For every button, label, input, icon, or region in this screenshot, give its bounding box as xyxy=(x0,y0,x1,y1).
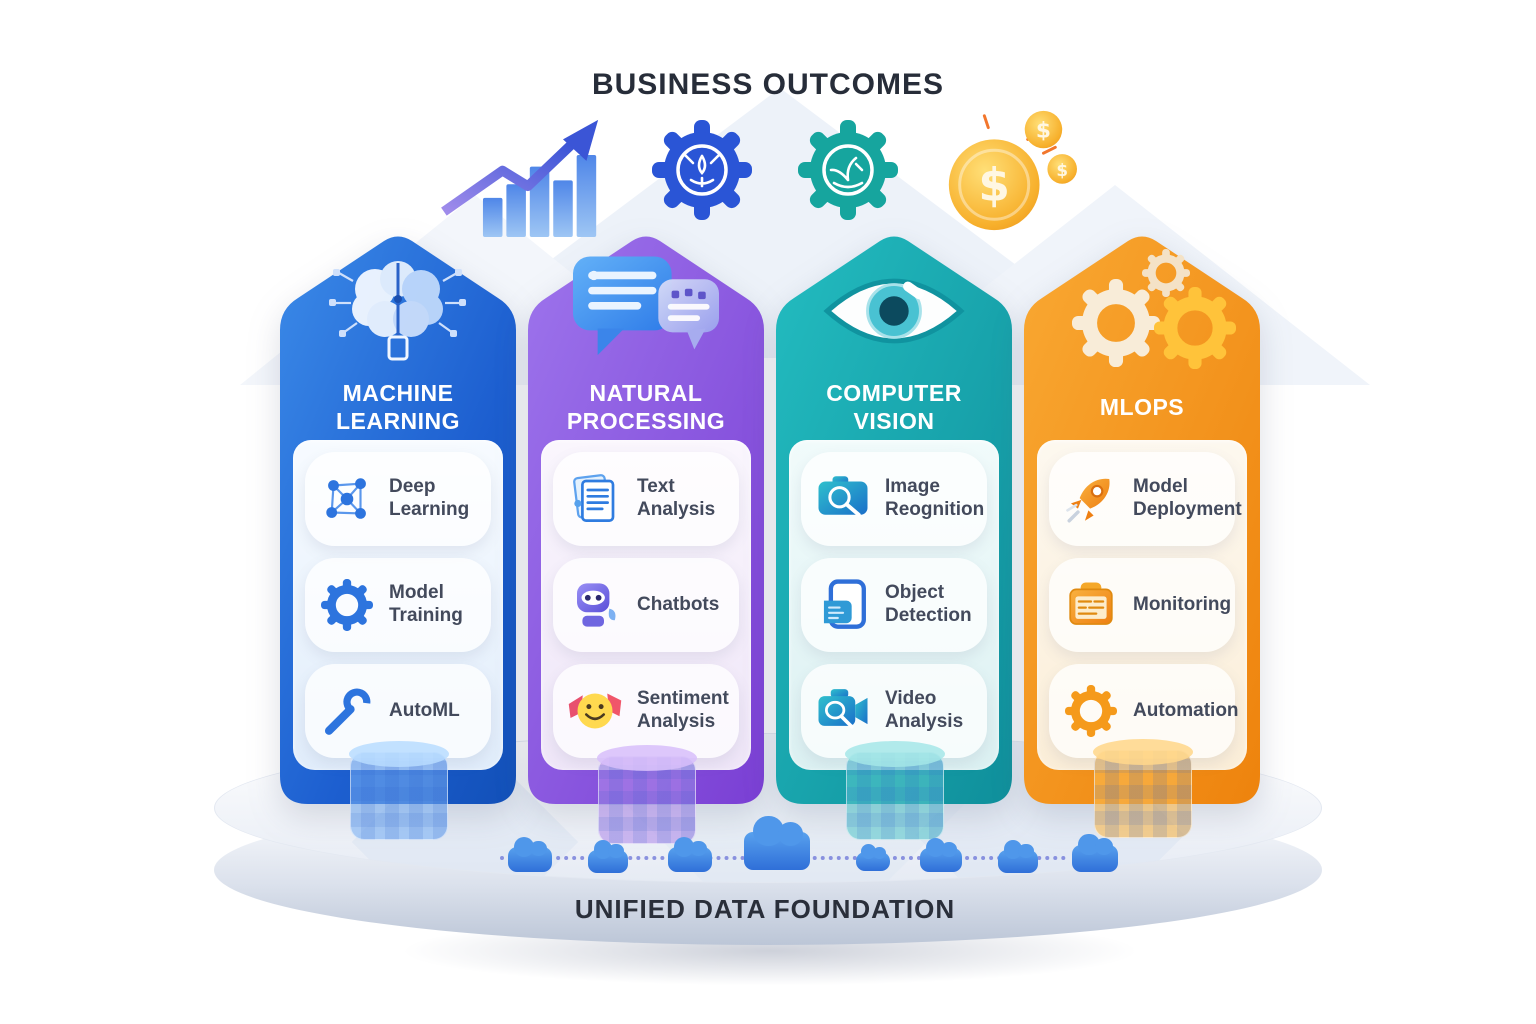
cloud-icon xyxy=(508,836,552,872)
dashboard-icon xyxy=(1069,582,1113,625)
svg-text:$: $ xyxy=(1036,118,1051,143)
database-stack-ml xyxy=(349,741,449,840)
list-item: Deep Learning xyxy=(305,452,491,546)
growth-chart-icon xyxy=(441,119,599,237)
pillar-title: COMPUTER VISION xyxy=(826,379,962,434)
list-item: Monitoring xyxy=(1049,558,1235,652)
list-item-label: Video Analysis xyxy=(885,688,964,732)
rocket-icon xyxy=(1066,478,1110,523)
cloud-icon xyxy=(668,836,712,872)
list-item: Model Training xyxy=(305,558,491,652)
video-camera-icon xyxy=(818,689,868,729)
list-item: Chatbots xyxy=(553,558,739,652)
business-outcome-icons: $ $ $ xyxy=(0,96,1536,246)
list-item-label: Sentiment Analysis xyxy=(637,688,729,732)
list-item-label: Chatbots xyxy=(637,593,720,615)
pillar-title: NATURAL PROCESSING xyxy=(566,379,726,434)
svg-text:$: $ xyxy=(978,159,1010,212)
database-stack-mlops xyxy=(1093,739,1193,838)
list-item-label: Text Analysis xyxy=(637,476,716,520)
svg-text:$: $ xyxy=(1056,160,1068,180)
pillar-mlops: MLOPS Model Deployment xyxy=(1024,232,1260,804)
list-item-label: AutoML xyxy=(389,699,460,721)
gear-icon xyxy=(1065,685,1117,737)
page-title: BUSINESS OUTCOMES xyxy=(591,68,945,101)
list-item: Model Deployment xyxy=(1049,452,1242,546)
pillar-title: MACHINE LEARNING xyxy=(335,379,461,434)
camera-search-icon xyxy=(818,476,868,517)
neural-network-icon xyxy=(326,478,366,519)
gear-icon xyxy=(321,579,373,631)
wrench-icon xyxy=(324,688,371,735)
document-icon xyxy=(573,474,615,522)
cloud-icon xyxy=(998,840,1038,873)
robot-icon xyxy=(577,583,616,627)
cloud-icon xyxy=(1072,833,1118,872)
list-item-label: Monitoring xyxy=(1133,593,1232,615)
pillar-machine-learning: MACHINE LEARNING Deep Learning xyxy=(280,232,516,804)
list-item-label: Object Detection xyxy=(885,582,972,626)
list-item-label: Automation xyxy=(1133,699,1239,721)
database-stack-nlp xyxy=(597,745,697,844)
cloud-icon xyxy=(856,844,890,871)
list-item-label: Model Deployment xyxy=(1133,476,1242,520)
database-stack-cv xyxy=(845,741,945,840)
pillar-natural-processing: NATURAL PROCESSING Text Analysis xyxy=(528,232,764,804)
pillar-title: MLOPS xyxy=(1099,393,1185,420)
list-item-label: Image Reognition xyxy=(885,476,985,520)
revenue-coins-icon: $ $ $ xyxy=(948,110,1077,231)
smiley-icon xyxy=(568,693,622,729)
brain-circuit-icon xyxy=(329,261,466,361)
cloud-icon xyxy=(744,816,810,870)
foundation-label: UNIFIED DATA FOUNDATION xyxy=(574,894,956,924)
list-item: Sentiment Analysis xyxy=(553,664,739,758)
cloud-icon xyxy=(588,840,628,873)
list-item-label: Deep Learning xyxy=(389,476,470,520)
eye-icon xyxy=(823,278,965,344)
object-frame-icon xyxy=(823,579,866,629)
chat-bubbles-icon xyxy=(572,256,720,356)
list-item: Object Detection xyxy=(801,558,987,652)
gears-icon xyxy=(1042,245,1242,377)
pillar-computer-vision: COMPUTER VISION Image Reognition xyxy=(776,232,1012,804)
cloud-icon xyxy=(920,837,962,872)
gear-plant-icon xyxy=(798,120,898,226)
list-item-label: Model Training xyxy=(389,582,463,626)
list-item: Text Analysis xyxy=(553,452,739,546)
list-item: Image Reognition xyxy=(801,452,987,546)
gear-achievement-icon xyxy=(652,120,752,226)
